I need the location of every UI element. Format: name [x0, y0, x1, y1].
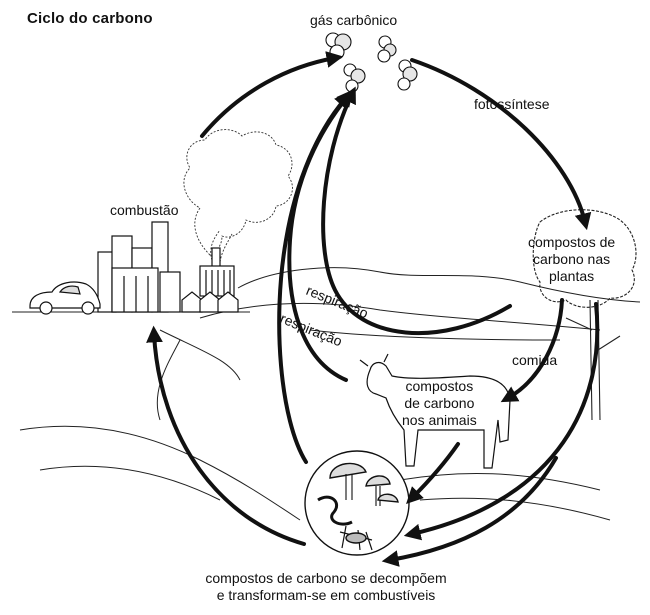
label-co2: gás carbônico: [310, 12, 398, 28]
label-plant-compounds-line-2: carbono nas: [533, 251, 611, 267]
river-bank: [19, 425, 301, 521]
diagram-title: Ciclo do carbono: [27, 10, 153, 27]
arrow-plant-respiration: [321, 86, 512, 335]
ground-right: [399, 472, 611, 521]
city-buildings: [97, 221, 181, 313]
smoke-cloud: [183, 129, 293, 256]
factory: [181, 247, 239, 313]
label-decomposition: compostos de carbono se decompõem e tran…: [205, 570, 446, 604]
label-animal-compounds-line-3: nos animais: [402, 412, 477, 428]
arrow-combustion: [200, 51, 344, 138]
arrow-plants-to-decomposers: [403, 302, 600, 541]
arrow-fuels-to-combustion: [146, 325, 306, 546]
river-line: [39, 465, 221, 501]
label-decomposition-line-1: compostos de carbono se decompõem: [205, 570, 447, 586]
hill-line: [237, 267, 641, 303]
smoke-column: [210, 229, 233, 263]
car: [29, 281, 101, 315]
arrow-animals-to-decomposers: [406, 442, 460, 504]
label-plant-compounds-line-3: plantas: [549, 268, 595, 284]
label-animal-compounds: compostos de carbono nos animais: [402, 378, 477, 429]
label-combustion: combustão: [110, 202, 179, 218]
arrow-decomposer-respiration: [277, 91, 352, 464]
tree: [532, 209, 637, 421]
label-animal-compounds-line-1: compostos: [405, 378, 474, 394]
arrow-plants-to-fuels: [381, 456, 558, 567]
label-photosynthesis: fotossíntese: [474, 96, 550, 112]
arrow-food: [500, 298, 564, 403]
label-plant-compounds: compostos de carbono nas plantas: [528, 234, 615, 285]
landscape: [12, 267, 641, 521]
arrow-photosynthesis: [410, 58, 592, 231]
decomposition-circle: [304, 450, 410, 556]
label-plant-compounds-line-1: compostos de: [528, 234, 616, 250]
label-decomposition-line-2: e transformam-se em combustíveis: [216, 587, 436, 603]
lake-shore: [199, 302, 601, 331]
co2-molecules: [325, 32, 418, 93]
label-animal-compounds-line-2: de carbono: [404, 395, 475, 411]
cycle-arrows: [146, 51, 600, 567]
label-food: comida: [512, 352, 558, 368]
shrubs-left: [156, 329, 241, 421]
lake-line: [309, 329, 561, 341]
